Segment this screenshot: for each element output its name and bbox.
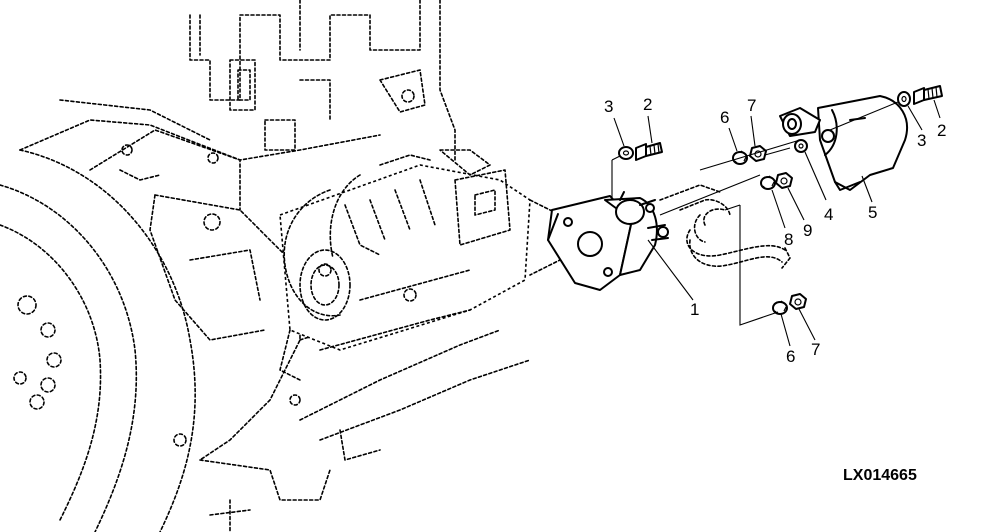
lock-washer-left	[618, 146, 634, 160]
callout-2-right: 2	[937, 121, 946, 140]
figure-id-label: LX014665	[843, 467, 917, 484]
assembly-lines	[611, 101, 899, 326]
lock-washer-8	[760, 175, 776, 190]
callout-labels: 1 2 2 3 3 4 5 6 6 7 7 8 9	[604, 95, 946, 366]
washer-4	[794, 139, 808, 153]
callout-3-left: 3	[604, 97, 613, 116]
solenoid-cover	[779, 95, 908, 191]
callout-8: 8	[784, 230, 793, 249]
callout-5: 5	[868, 203, 877, 222]
callout-6-upper: 6	[720, 108, 729, 127]
callout-7-upper: 7	[747, 96, 756, 115]
cap-screw-right	[913, 85, 943, 105]
callout-9: 9	[803, 221, 812, 240]
callout-leaders	[613, 99, 941, 347]
starter-solenoid	[547, 191, 669, 291]
callout-7-lower: 7	[811, 340, 820, 359]
hex-nut-7-upper	[749, 145, 767, 162]
hex-nut-7-lower	[789, 293, 807, 310]
starter-cable	[659, 184, 791, 269]
callout-2-left: 2	[643, 95, 652, 114]
callout-6-lower: 6	[786, 347, 795, 366]
cap-screw-left	[635, 142, 663, 161]
callout-4: 4	[824, 205, 833, 224]
callout-3-right: 3	[917, 131, 926, 150]
lock-washer-6-lower	[772, 300, 788, 315]
engine-block-outline	[0, 0, 561, 532]
callout-1: 1	[690, 300, 699, 319]
lock-washer-right	[897, 91, 911, 107]
hex-nut-9	[775, 172, 793, 189]
